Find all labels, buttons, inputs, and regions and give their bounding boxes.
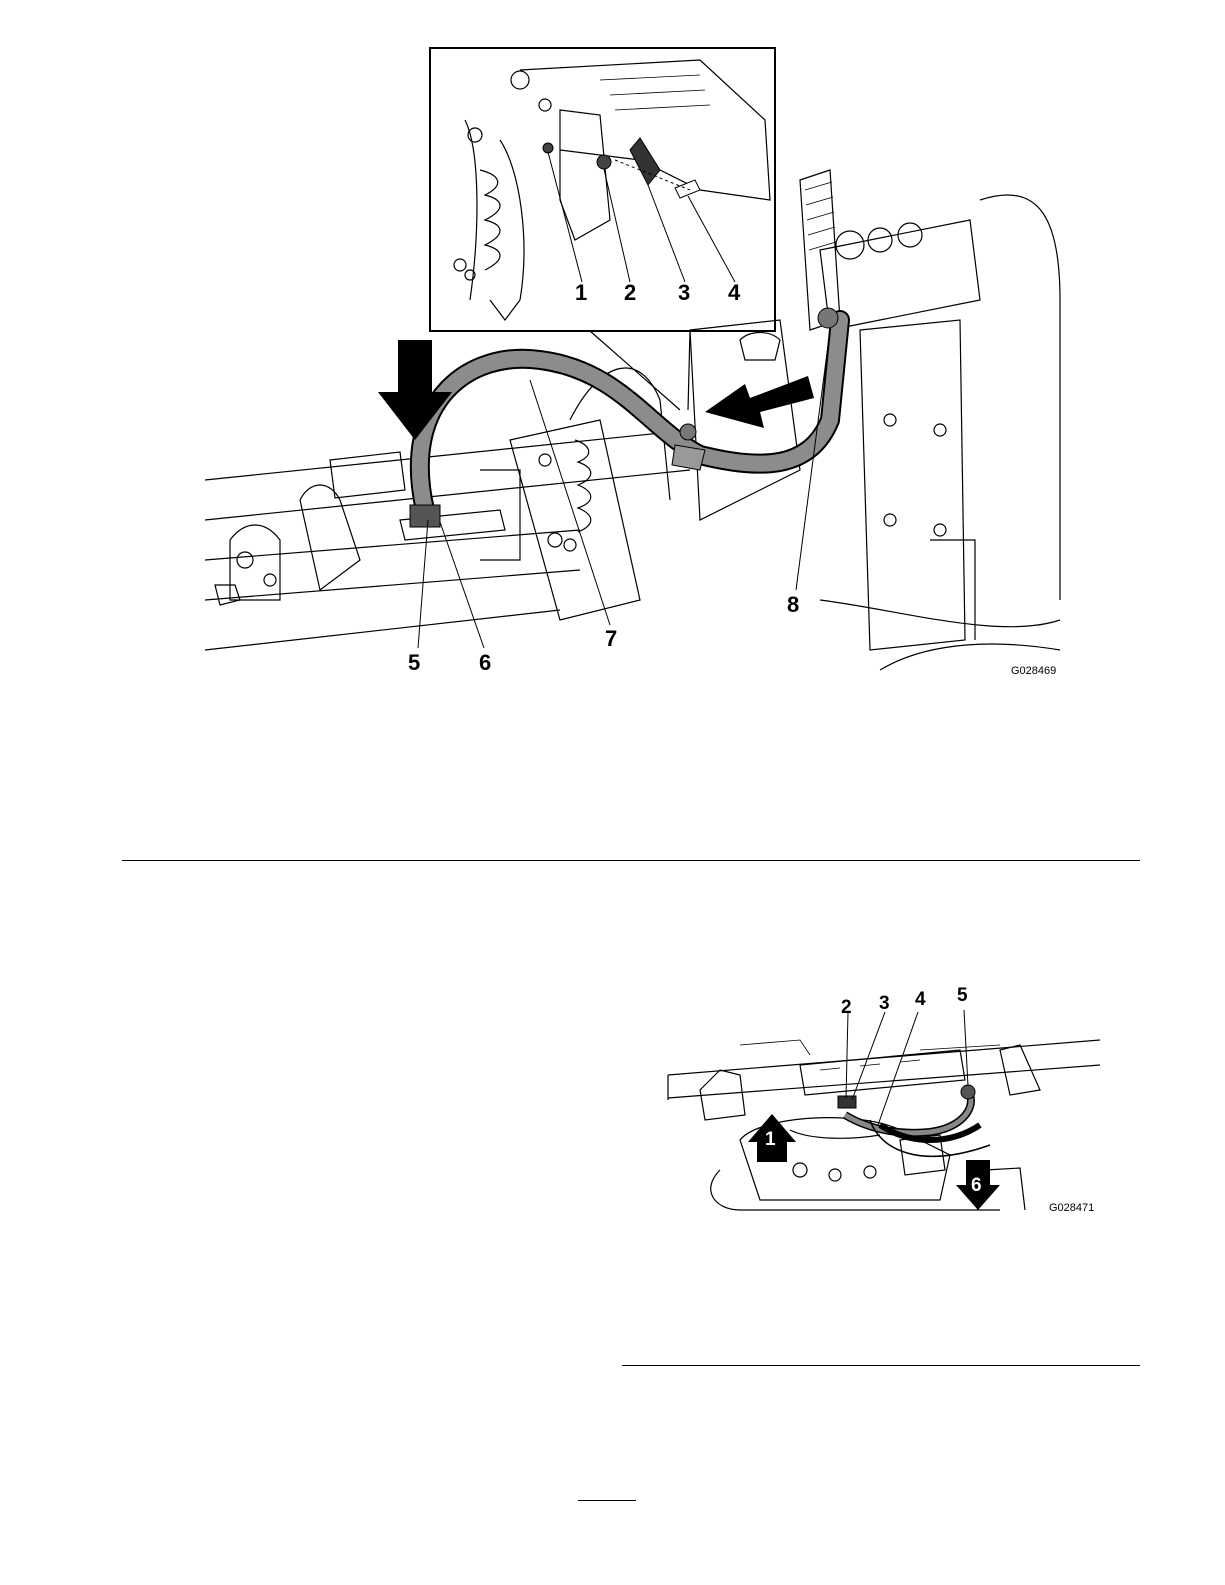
callout-bottom-5: 5 bbox=[957, 986, 968, 1005]
figure-top-code: G028469 bbox=[1011, 665, 1056, 677]
hose bbox=[410, 308, 840, 527]
callout-top-5: 5 bbox=[408, 652, 420, 674]
callout-bottom-1: 1 bbox=[765, 1130, 776, 1149]
callout-bottom-2: 2 bbox=[841, 998, 852, 1017]
section-divider bbox=[122, 860, 1140, 861]
callout-top-1: 1 bbox=[575, 282, 587, 304]
figure-top: 1 2 3 4 5 6 7 8 G028469 bbox=[0, 0, 1225, 700]
page-number-rule bbox=[578, 1500, 636, 1501]
figure-top-illustration bbox=[0, 0, 1225, 700]
callout-bottom-6: 6 bbox=[971, 1176, 982, 1195]
callout-top-3: 3 bbox=[678, 282, 690, 304]
figure-bottom-illustration bbox=[0, 900, 1225, 1280]
figure-bottom-rule bbox=[622, 1365, 1140, 1366]
reel-frame bbox=[205, 368, 690, 650]
arrow-left-icon bbox=[705, 376, 814, 428]
callout-top-2: 2 bbox=[624, 282, 636, 304]
callout-top-4: 4 bbox=[728, 282, 740, 304]
figure-bottom: 1 2 3 4 5 6 G028471 bbox=[0, 900, 1225, 1280]
callout-bottom-3: 3 bbox=[879, 994, 890, 1013]
callout-top-8: 8 bbox=[787, 594, 799, 616]
figure-bottom-code: G028471 bbox=[1049, 1202, 1094, 1214]
callout-top-7: 7 bbox=[605, 628, 617, 650]
callout-bottom-4: 4 bbox=[915, 990, 926, 1009]
callout-top-6: 6 bbox=[479, 652, 491, 674]
inset-detail bbox=[430, 48, 775, 331]
